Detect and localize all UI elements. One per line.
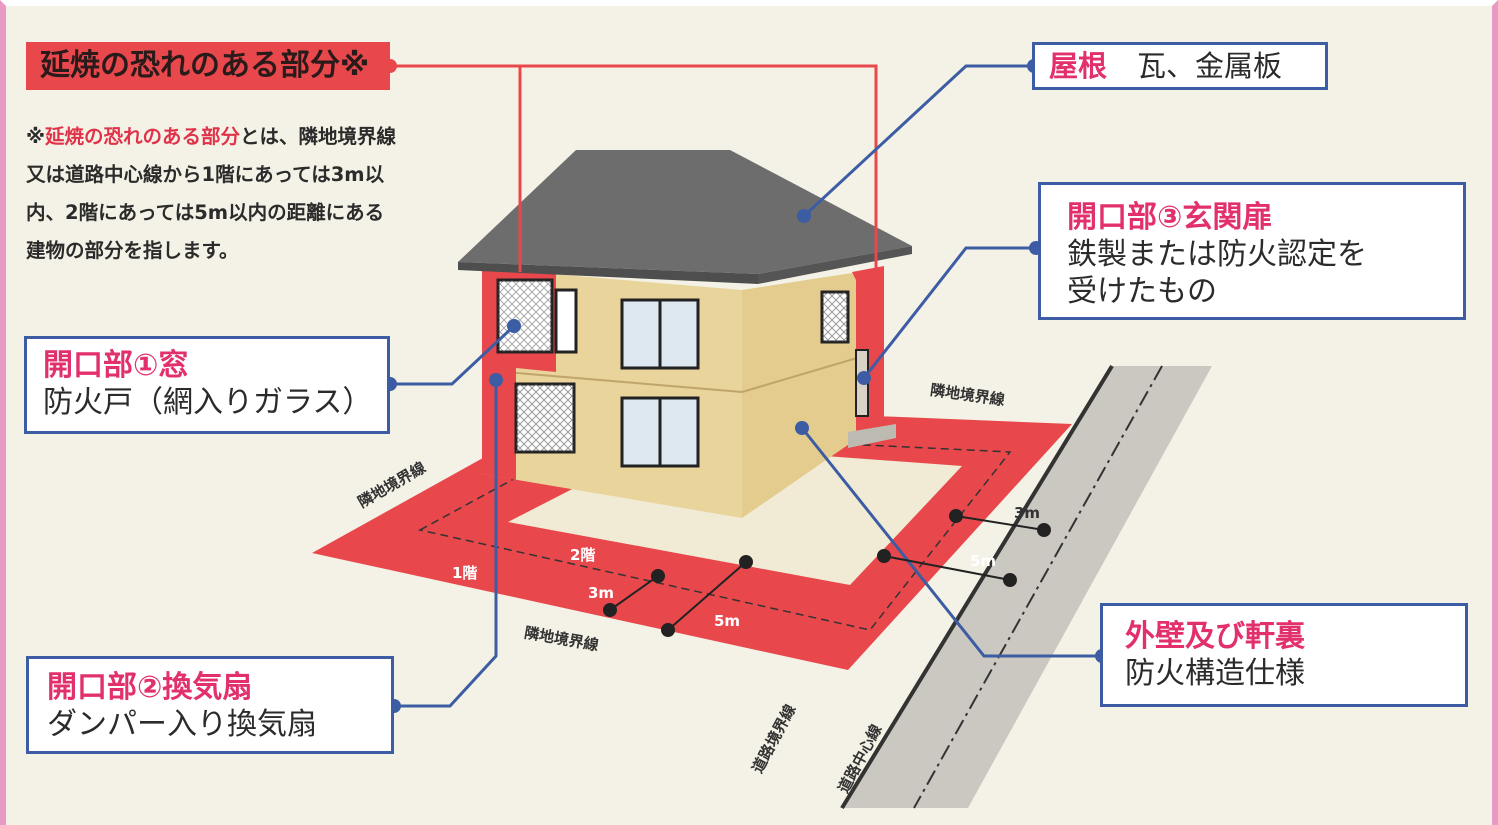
distance-5m-front: 5m bbox=[714, 612, 741, 630]
floor2-label: 2階 bbox=[570, 546, 596, 564]
distance-3m-side: 3m bbox=[1014, 504, 1041, 522]
distance-5m-side: 5m bbox=[970, 552, 997, 570]
roof bbox=[458, 150, 912, 274]
fan-leader bbox=[394, 380, 498, 708]
distance-3m-front: 3m bbox=[588, 584, 615, 602]
note-highlight: 延焼の恐れのある部分 bbox=[44, 125, 240, 148]
wall-text: 防火構造仕様 bbox=[1125, 656, 1305, 691]
roof-text: 瓦、金属板 bbox=[1137, 49, 1283, 83]
window-text: 防火戸（網入りガラス） bbox=[43, 385, 373, 420]
wall-title: 外壁及び軒裏 bbox=[1125, 619, 1305, 654]
wall-leader bbox=[800, 427, 1102, 658]
road-boundary-line bbox=[840, 364, 1114, 810]
window-leader bbox=[390, 324, 516, 386]
door-text-line1: 鉄製または防火認定を bbox=[1067, 237, 1367, 272]
fan-callout: 開口部②換気扇 ダンパー入り換気扇 bbox=[26, 656, 394, 754]
note-prefix: ※ bbox=[26, 125, 45, 148]
floor1-label: 1階 bbox=[452, 564, 478, 582]
fan-text: ダンパー入り換気扇 bbox=[47, 707, 317, 742]
roof-callout: 屋根瓦、金属板 bbox=[1032, 42, 1328, 90]
door-leader bbox=[862, 246, 1036, 379]
window-callout: 開口部①窓 防火戸（網入りガラス） bbox=[24, 336, 390, 434]
door-callout: 開口部③玄関扉 鉄製または防火認定を 受けたもの bbox=[1038, 182, 1466, 320]
note-body: とは、隣地境界線又は道路中心線から1階にあっては3m以内、2階にあっては5m以内… bbox=[26, 125, 396, 262]
road bbox=[840, 366, 1212, 808]
roof-title: 屋根 bbox=[1049, 49, 1108, 83]
header-bracket bbox=[390, 64, 878, 270]
fire-spread-label: 延焼の恐れのある部分※ bbox=[26, 42, 390, 90]
wall-callout: 外壁及び軒裏 防火構造仕様 bbox=[1100, 603, 1468, 707]
fan-title: 開口部②換気扇 bbox=[47, 670, 253, 705]
definition-note: ※延焼の恐れのある部分とは、隣地境界線又は道路中心線から1階にあっては3m以内、… bbox=[26, 118, 398, 270]
roof-leader bbox=[802, 64, 1034, 218]
door-text-line2: 受けたもの bbox=[1067, 274, 1217, 309]
window-title: 開口部①窓 bbox=[43, 348, 189, 383]
road-center-line bbox=[913, 365, 1163, 809]
door-title: 開口部③玄関扉 bbox=[1067, 200, 1273, 235]
